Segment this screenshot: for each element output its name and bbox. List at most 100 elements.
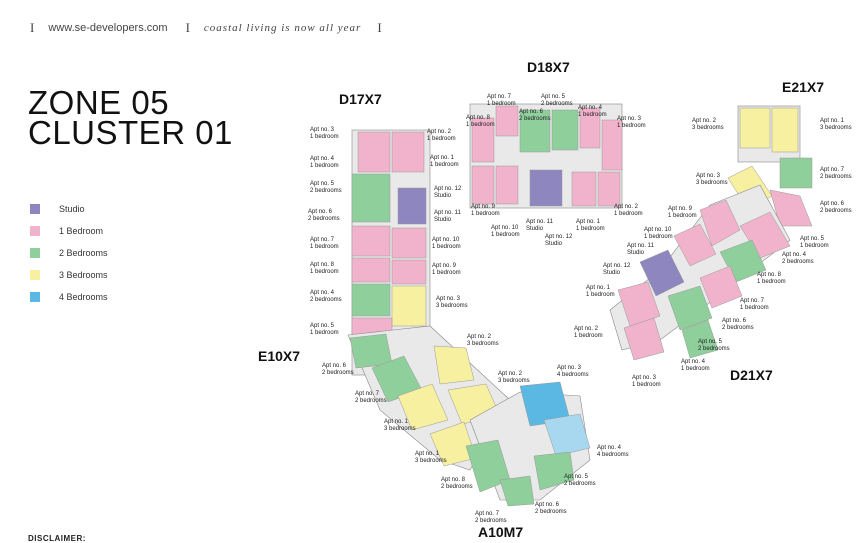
apt-label: Apt no. 31 bedroom [632,375,661,388]
apt-label: Apt no. 21 bedroom [574,326,603,339]
svg-text:Apt no. 3: Apt no. 3 [696,173,721,179]
legend-label: 4 Bedrooms [59,292,108,302]
svg-text:Apt no. 12: Apt no. 12 [603,263,631,269]
legend-label: 2 Bedrooms [59,248,108,258]
svg-text:Apt no. 4: Apt no. 4 [578,105,603,111]
svg-text:1 bedroom: 1 bedroom [310,269,339,275]
svg-text:Apt no. 1: Apt no. 1 [384,419,409,425]
svg-text:Apt no. 9: Apt no. 9 [668,206,693,212]
svg-text:1 bedroom: 1 bedroom [578,112,607,118]
svg-text:Apt no. 10: Apt no. 10 [432,237,460,243]
apt-label: Apt no. 101 bedroom [491,225,520,238]
apt-label: Apt no. 41 bedroom [681,359,710,372]
legend-item-1-bedroom: 1 Bedroom [30,220,108,242]
svg-text:Apt no. 3: Apt no. 3 [557,365,582,371]
apt-label: Apt no. 71 bedroom [740,298,769,311]
svg-text:4 bedrooms: 4 bedrooms [597,452,629,458]
svg-text:1 bedroom: 1 bedroom [310,330,339,336]
svg-text:Apt no. 7: Apt no. 7 [487,94,512,100]
svg-text:1 bedroom: 1 bedroom [576,226,605,232]
svg-text:3 bedrooms: 3 bedrooms [696,180,728,186]
legend-label: 1 Bedroom [59,226,104,236]
apt-label: Apt no. 81 bedroom [466,115,495,128]
legend-item-3-bedrooms: 3 Bedrooms [30,264,108,286]
building-label: D17X7 [339,91,382,107]
building-d18x7 [469,103,623,209]
svg-text:Studio: Studio [526,226,544,232]
apt-label: Apt no. 31 bedroom [617,116,646,129]
building-e21x7 [727,105,813,227]
apt-label: Apt no. 11 bedroom [430,155,459,168]
website-link[interactable]: www.se-developers.com [48,22,168,34]
svg-text:2 bedrooms: 2 bedrooms [541,101,573,107]
disclaimer: DISCLAIMER: [28,534,86,543]
title-cluster: CLUSTER 01 [28,114,233,151]
building-d21x7 [609,184,791,361]
svg-text:Apt no. 4: Apt no. 4 [782,252,807,258]
apt-label: Apt no. 11 bedroom [586,285,615,298]
svg-text:Apt no. 1: Apt no. 1 [820,118,845,124]
legend-label: 3 Bedrooms [59,270,108,280]
svg-text:1 bedroom: 1 bedroom [466,122,495,128]
apt-label: Apt no. 51 bedroom [800,236,829,249]
apt-label: Apt no. 11 bedroom [576,219,605,232]
svg-text:Apt no. 4: Apt no. 4 [310,290,335,296]
svg-text:2 bedrooms: 2 bedrooms [820,174,852,180]
legend-swatch [30,226,40,236]
svg-text:Apt no. 5: Apt no. 5 [310,181,335,187]
top-bar: I www.se-developers.com I coastal living… [30,20,396,36]
svg-text:1 bedroom: 1 bedroom [617,123,646,129]
building-label: D21X7 [730,367,773,383]
svg-text:1 bedroom: 1 bedroom [800,243,829,249]
svg-text:Apt no. 11: Apt no. 11 [627,243,655,249]
apt-label: Apt no. 81 bedroom [757,272,786,285]
svg-text:1 bedroom: 1 bedroom [681,366,710,372]
apt-label: Apt no. 34 bedrooms [557,365,589,378]
svg-text:2 bedrooms: 2 bedrooms [475,518,507,524]
svg-text:1 bedroom: 1 bedroom [310,163,339,169]
legend-swatch [30,270,40,280]
svg-text:Apt no. 8: Apt no. 8 [466,115,491,121]
svg-text:Apt no. 6: Apt no. 6 [308,209,333,215]
svg-text:Studio: Studio [627,250,645,256]
apt-label: Apt no. 62 bedrooms [820,201,852,214]
svg-text:Apt no. 3: Apt no. 3 [310,127,335,133]
apt-label: Apt no. 42 bedrooms [782,252,814,265]
svg-text:Apt no. 10: Apt no. 10 [644,227,672,233]
svg-text:1 bedroom: 1 bedroom [632,382,661,388]
svg-text:1 bedroom: 1 bedroom [427,136,456,142]
svg-text:2 bedrooms: 2 bedrooms [441,484,473,490]
svg-text:Apt no. 1: Apt no. 1 [415,451,440,457]
svg-text:Apt no. 8: Apt no. 8 [757,272,782,278]
building-label: E10X7 [258,348,300,364]
svg-text:1 bedroom: 1 bedroom [740,305,769,311]
apt-label: Apt no. 13 bedrooms [415,451,447,464]
svg-text:Studio: Studio [434,193,452,199]
svg-text:3 bedrooms: 3 bedrooms [692,125,724,131]
apt-label: Apt no. 33 bedrooms [436,296,468,309]
svg-text:2 bedrooms: 2 bedrooms [722,325,754,331]
svg-text:Apt no. 9: Apt no. 9 [471,204,496,210]
svg-text:1 bedroom: 1 bedroom [668,213,697,219]
apt-label: Apt no. 72 bedrooms [355,391,387,404]
svg-text:2 bedrooms: 2 bedrooms [535,509,567,515]
svg-text:1 bedroom: 1 bedroom [310,244,339,250]
svg-text:Apt no. 11: Apt no. 11 [434,210,462,216]
svg-text:2 bedrooms: 2 bedrooms [782,259,814,265]
svg-text:1 bedroom: 1 bedroom [614,211,643,217]
svg-text:Apt no. 2: Apt no. 2 [498,371,523,377]
apt-label: Apt no. 62 bedrooms [322,363,354,376]
apt-label: Apt no. 33 bedrooms [696,173,728,186]
svg-text:3 bedrooms: 3 bedrooms [436,303,468,309]
apt-label: Apt no. 62 bedrooms [308,209,340,222]
svg-text:Apt no. 2: Apt no. 2 [574,326,599,332]
svg-text:2 bedrooms: 2 bedrooms [310,297,342,303]
svg-text:Apt no. 6: Apt no. 6 [820,201,845,207]
apt-label: Apt no. 42 bedrooms [310,290,342,303]
apt-label: Apt no. 62 bedrooms [535,502,567,515]
svg-text:Apt no. 4: Apt no. 4 [310,156,335,162]
svg-text:Apt no. 5: Apt no. 5 [541,94,566,100]
